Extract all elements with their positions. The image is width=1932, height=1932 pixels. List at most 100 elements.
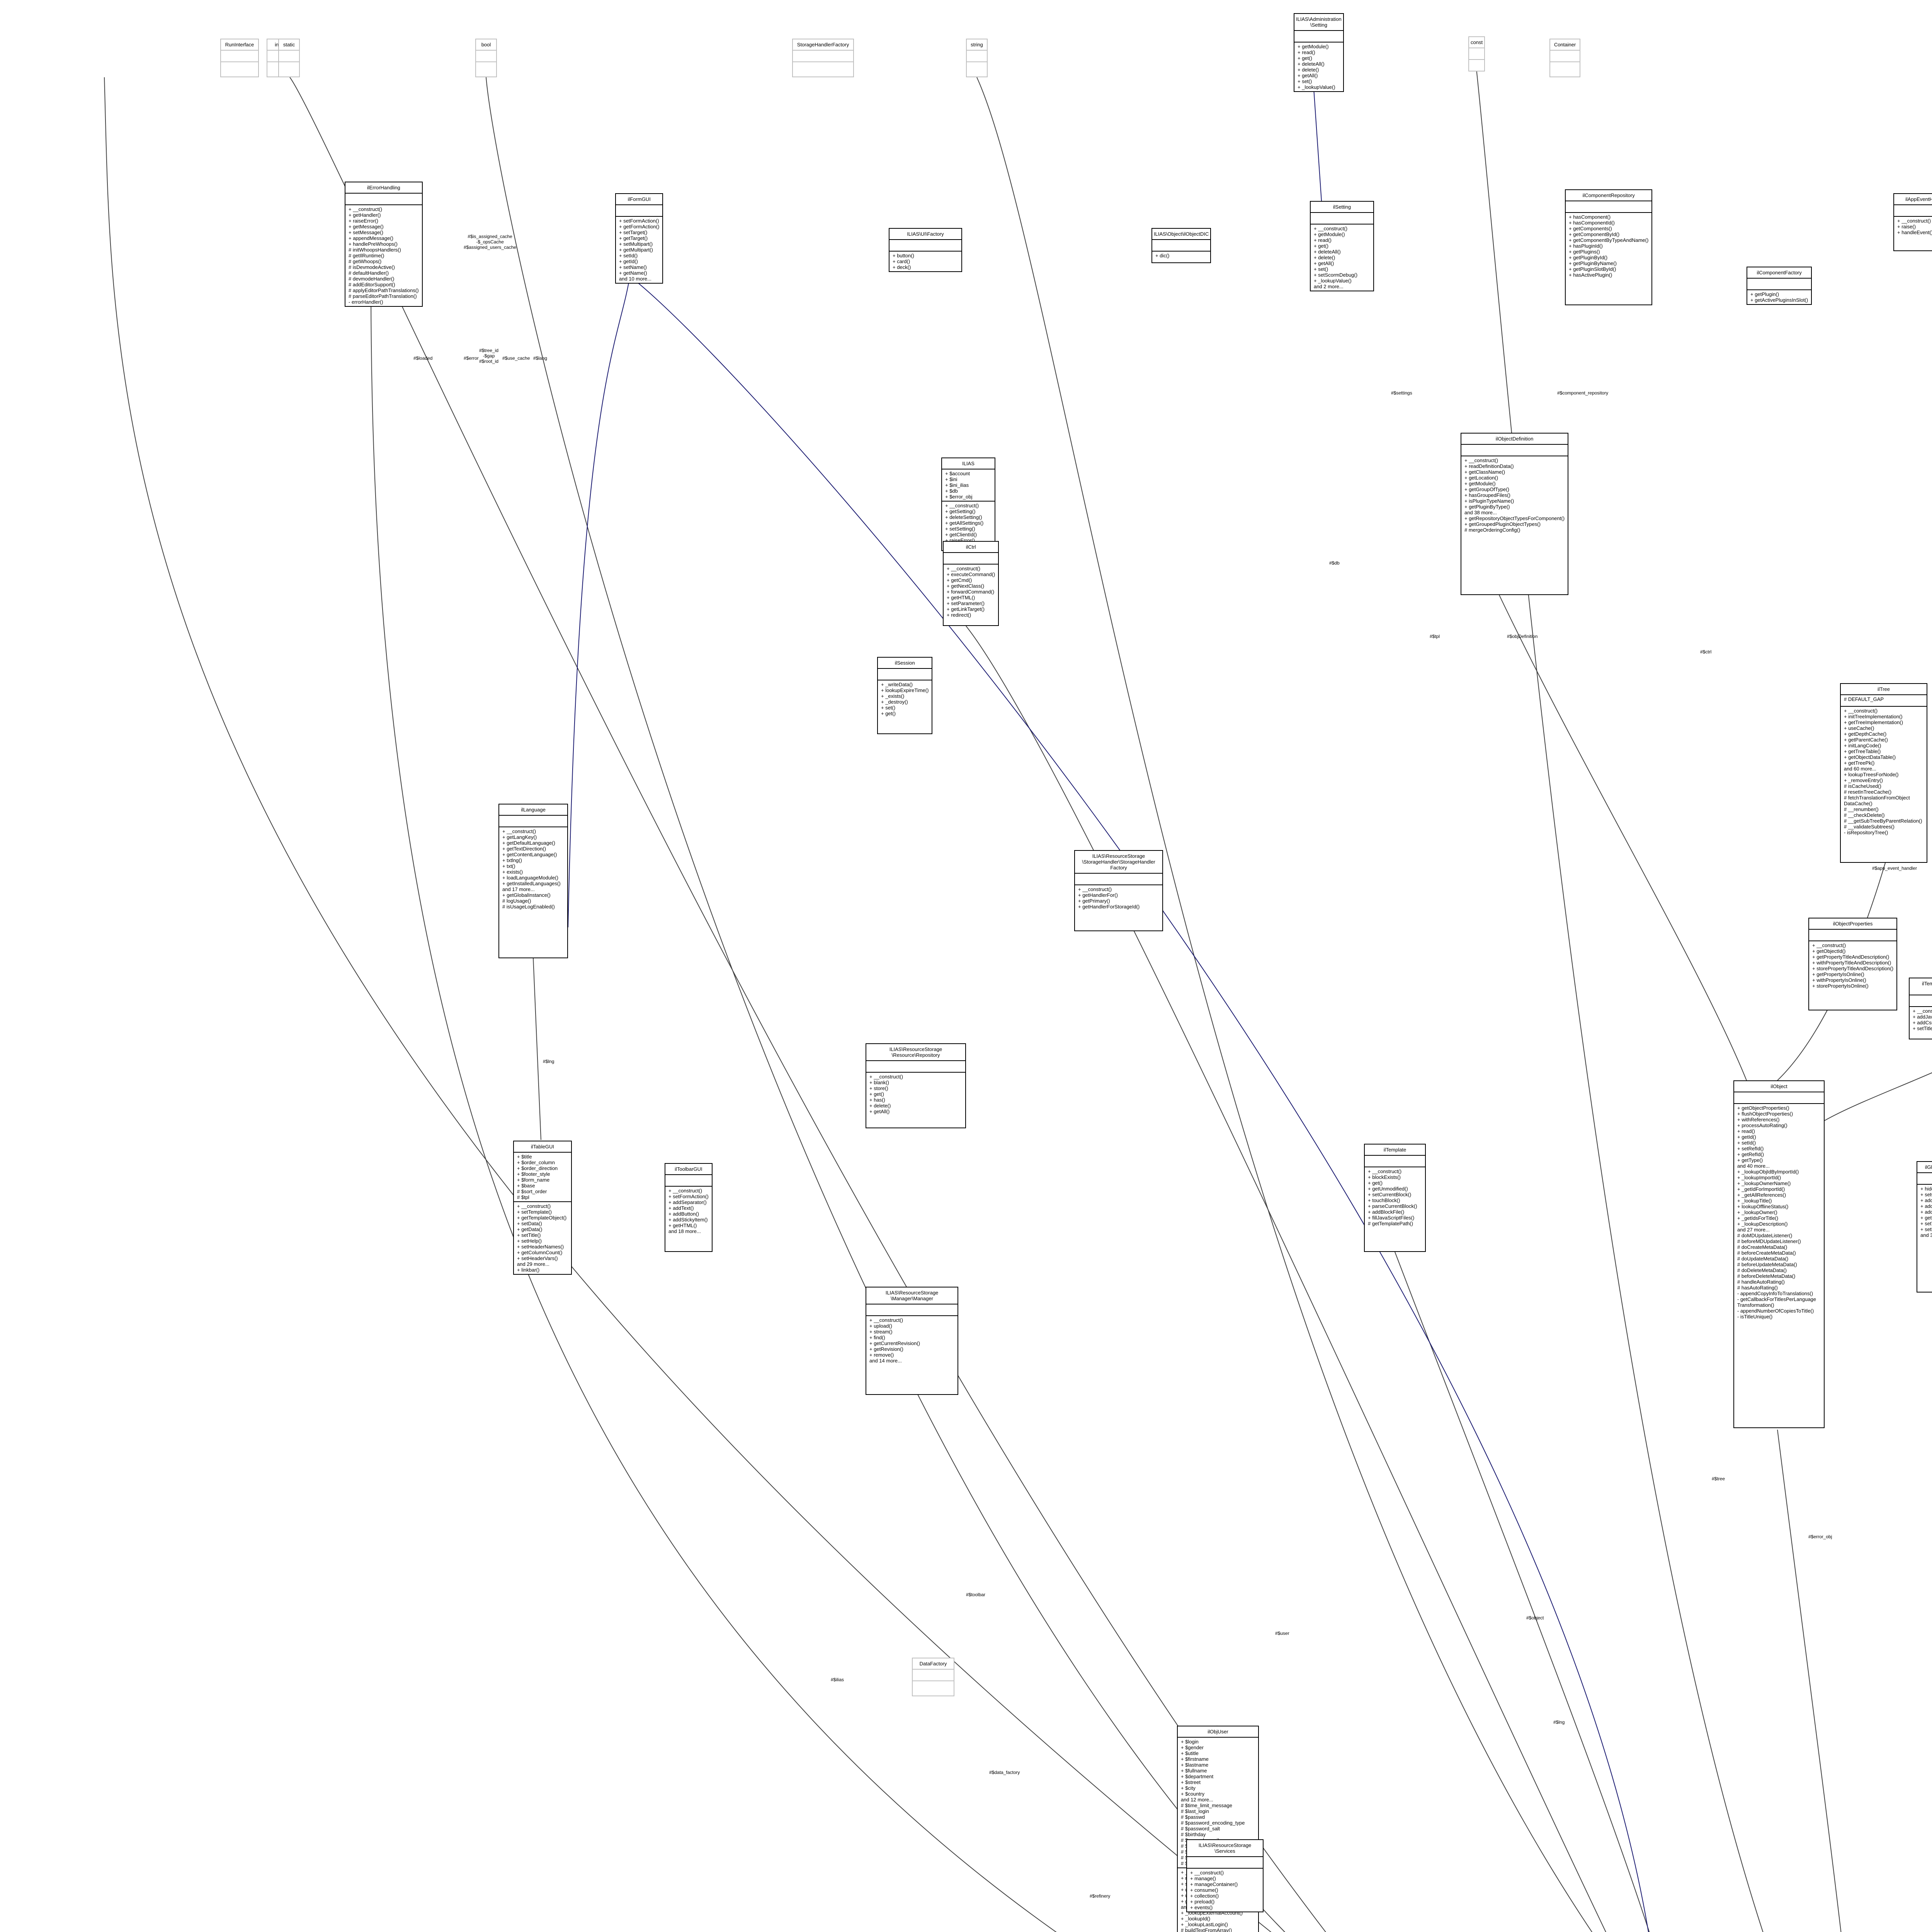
class-node-ilsession[interactable]: ilSession+ _writeData()+ lookupExpireTim… [877,657,933,734]
method-row: + setHeaderNames() [517,1244,564,1250]
method-row: + getComponentByTypeAndName() [1569,237,1649,243]
class-node-ilglobaltemplate[interactable]: ilGlobalTemplateInterface+ hideFooter()+… [1917,1161,1932,1293]
class-title: ilObjectProperties [1833,921,1873,927]
class-node-ilappeventhandler[interactable]: ilAppEventHandler+ __construct()+ raise(… [1893,193,1932,251]
methods-section [967,61,987,73]
class-title: ILIAS\ResourceStorage \Resource\Reposito… [889,1046,942,1058]
attributes-section [1550,50,1580,61]
attributes-section [889,239,961,251]
attributes-section [878,668,932,680]
method-row: + handlePreWhoops() [349,241,398,247]
methods-section: + __construct()+ blockExists()+ get()+ g… [1365,1167,1425,1228]
class-node-ilformgui[interactable]: ilFormGUI+ setFormAction()+ getFormActio… [615,193,663,284]
methods-section [267,61,287,73]
class-node-const[interactable]: const [1468,36,1485,71]
class-node-ilrclomanager[interactable]: ILIAS\ResourceStorage \Manager\Manager+ … [866,1287,958,1395]
class-node-runinterface[interactable]: RunInterface [220,39,259,77]
method-row: and 33 more... [1920,1232,1932,1238]
attributes-section [1461,444,1568,456]
class-node-storagehandlerfactory[interactable]: StorageHandlerFactory [792,39,854,77]
attribute-row: + $login [1181,1739,1199,1745]
method-row: + getName() [619,270,647,276]
attribute-row: + $lastname [1181,1762,1209,1768]
method-row: + getCurrentRevision() [869,1340,920,1346]
method-row: + flushObjectProperties() [1737,1111,1793,1117]
attributes-section [665,1174,712,1186]
methods-section [793,61,853,73]
class-title: ilTableGUI [531,1144,554,1150]
method-row: + set() [1314,266,1328,272]
method-row: + getHandler() [349,212,381,218]
class-node-ilsetting[interactable]: ilSetting+ __construct()+ getModule()+ r… [1310,201,1374,291]
class-node-ilcomponentrepository[interactable]: ilComponentRepository+ hasComponent()+ h… [1565,189,1653,305]
class-node-ilresstakeholder[interactable]: ILIAS\ResourceStorage \StorageHandler\St… [1074,850,1163,931]
attribute-row: # $tpl [517,1194,529,1200]
class-node-ilobject[interactable]: ilObject+ getObjectProperties()+ flushOb… [1733,1080,1825,1428]
method-row: + get() [1314,243,1328,249]
method-row: + delete() [1314,255,1335,260]
method-row: + handleEvent() [1897,230,1932,235]
class-node-iltemplate[interactable]: ilTemplate+ __construct()+ blockExists()… [1364,1144,1426,1252]
method-row: # beforeMDUpdateListener() [1737,1238,1801,1244]
method-row: + get() [1298,55,1312,61]
class-node-setting[interactable]: ILIAS\Administration \Setting+ getModule… [1294,13,1344,92]
method-row: + txtlng() [502,857,522,863]
class-node-ilctrlbaseclass[interactable]: ILIAS\Object\ilObjectDIC+ dic() [1151,228,1211,263]
edge-label: #$tree [1712,1476,1725,1481]
class-node-ilskinfactory[interactable]: ILIAS\UI\Factory+ button()+ card()+ deck… [889,228,962,272]
method-row: + getLangKey() [502,834,537,840]
method-row: + find() [869,1335,885,1340]
class-node-iltablegui[interactable]: ilTableGUI+ $title+ $order_column+ $orde… [513,1141,572,1275]
method-row: # __validateSubtrees() [1844,824,1895,830]
class-node-ilias[interactable]: ILIAS+ $account+ $ini+ $ini_ilias+ $db+ … [941,457,995,551]
method-row: - appendCopyInfoToTranslations() [1737,1291,1813,1296]
attribute-row: + $department [1181,1774,1214,1779]
class-node-ilobjectdefinition[interactable]: ilObjectDefinition+ __construct()+ readD… [1461,433,1569,595]
method-row: + getRevision() [869,1346,903,1352]
class-title: ilObject [1770,1083,1787,1089]
method-row: + useCache() [1844,725,1874,731]
class-node-static[interactable]: static [278,39,300,77]
class-node-ilobjectproperties[interactable]: ilObjectProperties+ __construct()+ getOb… [1808,918,1898,1010]
class-node-ilcomponentfactory[interactable]: ilComponentFactory+ getPlugin()+ getActi… [1747,267,1812,305]
method-row: - isRepositoryTree() [1844,830,1888,835]
class-title: ilTemplateFacade Interface [1922,981,1932,992]
attribute-row: + $account [945,471,970,476]
class-node-string[interactable]: string [966,39,988,77]
class-node-datafactory[interactable]: DataFactory [912,1658,954,1696]
class-node-ilrcloservices[interactable]: ILIAS\ResourceStorage \Services+ __const… [1186,1839,1264,1912]
method-row: + getClassName() [1464,469,1505,475]
attribute-row: # $birthday [1181,1832,1206,1837]
class-node-ilstyledefinition[interactable]: ilTemplateFacade Interface+ __construct(… [1909,978,1932,1039]
methods-section: + __construct()+ upload()+ stream()+ fin… [866,1315,957,1365]
method-row: + preload() [1190,1899,1215,1905]
method-row: + getContentLanguage() [502,852,557,857]
method-row: + getHTML() [668,1223,697,1228]
method-row: and 10 more... [619,276,651,282]
attributes-section [1734,1092,1824,1103]
method-row: # getWhoops() [349,259,382,264]
method-row: + getColumnCount() [517,1250,563,1255]
attributes-section [1365,1155,1425,1167]
method-row: + __construct() [1812,942,1846,948]
class-node-iltoolbargui[interactable]: ilToolbarGUI+ __construct()+ setFormActi… [665,1163,713,1252]
method-row: + getRefId() [1737,1151,1764,1157]
method-row: # fetchTranslationFromObject DataCache() [1844,795,1910,806]
class-node-ilerrorhandling[interactable]: ilErrorHandling+ __construct()+ getHandl… [345,182,423,307]
class-node-iltree[interactable]: ilTree# DEFAULT_GAP+ __construct()+ init… [1840,683,1927,863]
class-node-ilfileupload[interactable]: ILIAS\ResourceStorage \Resource\Reposito… [866,1043,966,1128]
attributes-section [1152,239,1211,251]
method-row: # isCacheUsed() [1844,783,1881,789]
method-row: + getPrimary() [1078,898,1110,904]
methods-section [476,61,496,73]
edge-label: #$use_cache [502,355,530,361]
class-node-container[interactable]: Container [1549,39,1580,77]
attributes-section [1566,201,1652,212]
class-node-ilctrl[interactable]: ilCtrl+ __construct()+ executeCommand()+… [943,541,999,626]
class-node-bool[interactable]: bool [475,39,497,77]
methods-section [1550,61,1580,73]
method-row: + raiseError() [349,218,378,224]
attribute-row: # $sort_order [517,1189,547,1194]
method-row: + getModule() [1464,481,1496,486]
class-node-illanguage[interactable]: ilLanguage+ __construct()+ getLangKey()+… [498,804,568,958]
